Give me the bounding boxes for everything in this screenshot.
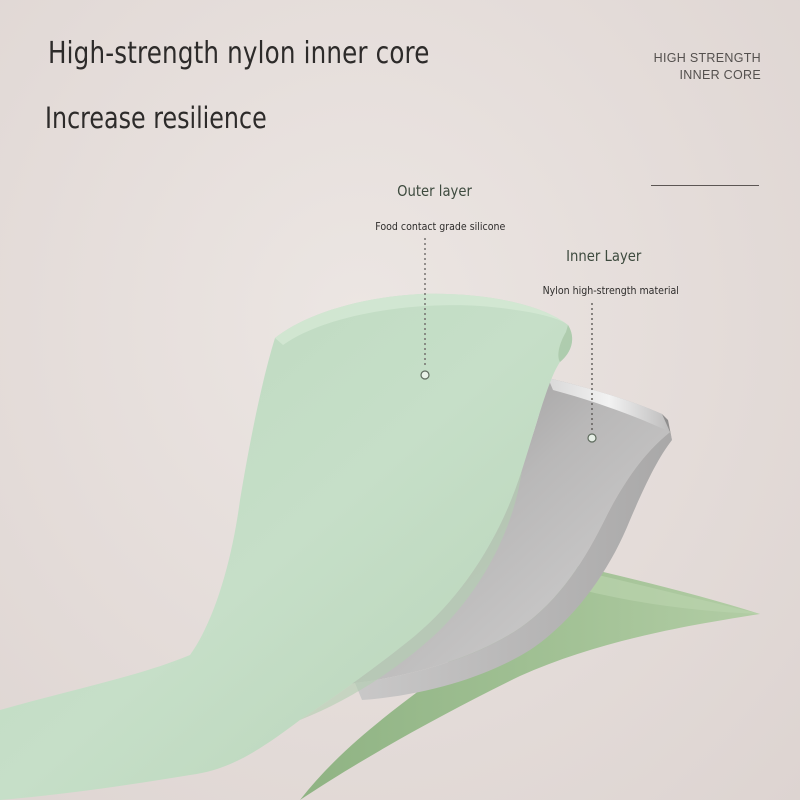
corner-tag-line-2: INNER CORE bbox=[679, 68, 761, 82]
front-silicone-layer bbox=[0, 293, 573, 800]
outer-layer-pointer bbox=[420, 238, 430, 380]
outer-layer-description: Food contact grade silicone bbox=[375, 221, 506, 233]
inner-layer-description: Nylon high-strength material bbox=[542, 285, 679, 297]
inner-layer-title: Inner Layer bbox=[566, 247, 642, 265]
corner-tag: HIGH STRENGTH INNER CORE bbox=[654, 50, 761, 84]
corner-tag-line-1: HIGH STRENGTH bbox=[653, 51, 761, 65]
subheadline: Increase resilience bbox=[45, 101, 267, 135]
back-silicone-layer bbox=[300, 563, 760, 800]
outer-layer-title: Outer layer bbox=[397, 182, 472, 200]
inner-layer-pointer bbox=[587, 303, 597, 443]
headline: High-strength nylon inner core bbox=[48, 36, 430, 71]
divider-line bbox=[651, 185, 759, 186]
